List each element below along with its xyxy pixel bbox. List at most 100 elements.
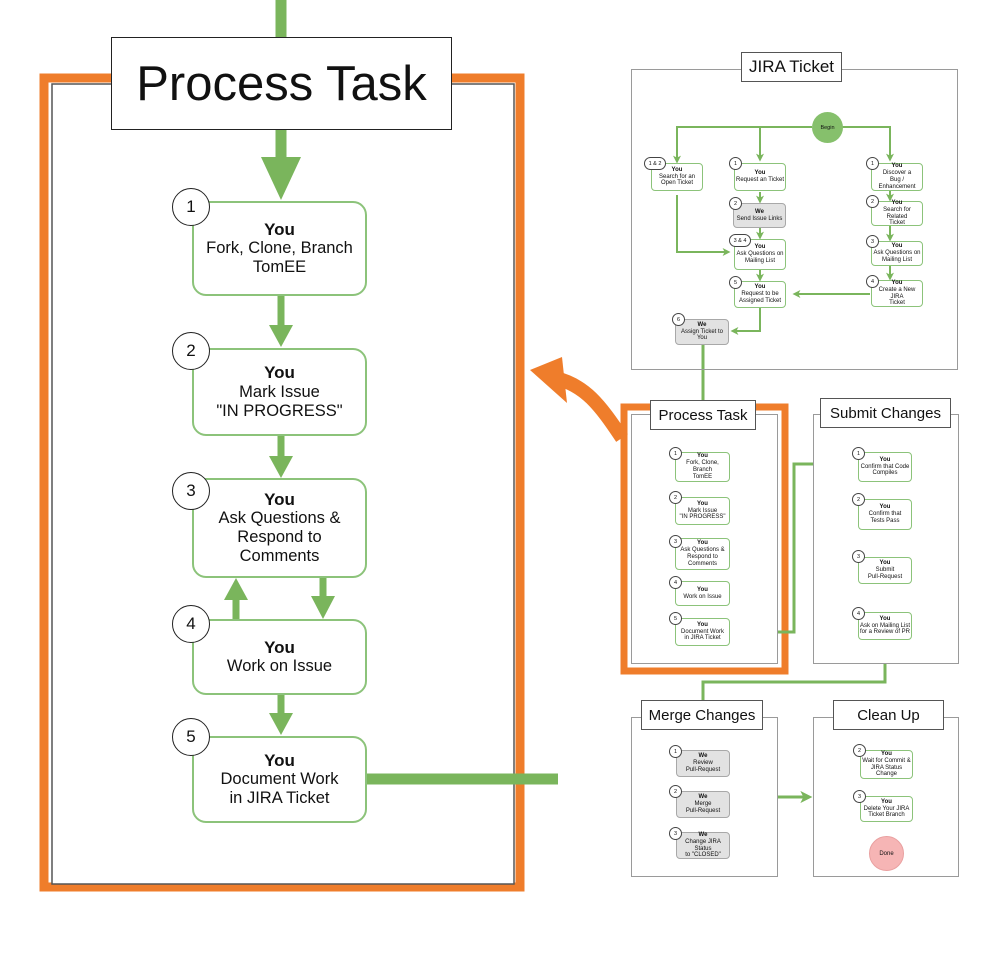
step-text: Request an Ticket bbox=[735, 177, 785, 183]
step-actor: You bbox=[879, 504, 891, 511]
merge-panel-title: Merge Changes bbox=[641, 700, 763, 730]
step-text: Confirm that bbox=[868, 511, 902, 518]
step-actor: You bbox=[754, 284, 766, 291]
step-text: Review bbox=[693, 760, 713, 767]
step-text: Respond to bbox=[687, 554, 718, 560]
step-text: Bug / Enhancement bbox=[878, 177, 916, 190]
step-actor: You bbox=[891, 243, 903, 250]
process-step-5[interactable]: You Document Work in JIRA Ticket bbox=[675, 618, 730, 646]
step-text: Fork, Clone, Branch bbox=[206, 239, 353, 258]
step-text: Ask Questions on bbox=[736, 251, 784, 258]
step-text: Send Issue Links bbox=[736, 215, 783, 222]
zoomed-step-5-number: 5 bbox=[172, 718, 210, 756]
zoomed-step-3[interactable]: You Ask Questions & Respond to Comments bbox=[192, 478, 367, 578]
submit-step-4[interactable]: You Ask on Mailing List for a Review of … bbox=[858, 612, 912, 640]
submit-step-3-number: 3 bbox=[852, 550, 865, 563]
jira-middle-step-4-number: 5 bbox=[729, 276, 742, 289]
jira-right-step-4-number: 4 bbox=[866, 275, 879, 288]
step-text: Assigned Ticket bbox=[738, 297, 782, 304]
done-node[interactable]: Done bbox=[869, 836, 904, 871]
step-text: "IN PROGRESS" bbox=[679, 514, 726, 521]
submit-step-3[interactable]: You Submit Pull-Request bbox=[858, 557, 912, 584]
process-step-2[interactable]: You Mark Issue "IN PROGRESS" bbox=[675, 497, 730, 525]
process-step-3[interactable]: You Ask Questions & Respond to Comments bbox=[675, 538, 730, 570]
jira-panel-title: JIRA Ticket bbox=[741, 52, 842, 82]
jira-middle-step-2-number: 2 bbox=[729, 197, 742, 210]
begin-node[interactable]: Begin bbox=[812, 112, 843, 143]
jira-right-step-2[interactable]: You Search for Related Ticket bbox=[871, 200, 923, 226]
merge-step-1[interactable]: We Review Pull-Request bbox=[676, 750, 730, 777]
step-text: Ask Questions on bbox=[873, 250, 921, 257]
zoom-callout-arrowhead bbox=[530, 357, 567, 403]
merge-step-3-number: 3 bbox=[669, 827, 682, 840]
cleanup-step-2[interactable]: You Wait for Commit & JIRA Status Change bbox=[860, 750, 913, 779]
step-text: "IN PROGRESS" bbox=[216, 401, 343, 420]
zoomed-step-1[interactable]: You Fork, Clone, Branch TomEE bbox=[192, 201, 367, 296]
step-text: Ticket bbox=[889, 300, 905, 307]
jira-middle-step-4[interactable]: You Request to be Assigned Ticket bbox=[734, 281, 786, 308]
step-text: Open Ticket bbox=[660, 180, 693, 187]
zoomed-step-2[interactable]: You Mark Issue "IN PROGRESS" bbox=[192, 348, 367, 436]
cleanup-step-3-number: 3 bbox=[853, 790, 866, 803]
zoom-arrowhead-2-to-3 bbox=[269, 456, 293, 478]
step-actor: You bbox=[891, 279, 903, 286]
submit-step-2-number: 2 bbox=[852, 493, 865, 506]
step-actor: We bbox=[755, 208, 764, 215]
step-text: Mailing List bbox=[881, 256, 912, 263]
step-text: Confirm that Code bbox=[860, 463, 910, 470]
jira-right-step-3[interactable]: You Ask Questions on Mailing List bbox=[871, 241, 923, 266]
step-actor: You bbox=[697, 540, 708, 547]
step-actor: You bbox=[754, 170, 766, 177]
step-text: Discover a bbox=[882, 170, 912, 177]
step-actor: You bbox=[697, 500, 708, 507]
merge-step-2[interactable]: We Merge Pull-Request bbox=[676, 791, 730, 818]
zoom-arrowhead-1-to-2 bbox=[269, 325, 293, 347]
submit-step-2[interactable]: You Confirm that Tests Pass bbox=[858, 499, 912, 530]
jira-middle-step-2[interactable]: We Send Issue Links bbox=[733, 203, 786, 228]
step-text: JIRA Status Change bbox=[870, 764, 903, 778]
process-step-4[interactable]: You Work on Issue bbox=[675, 581, 730, 606]
cleanup-step-3[interactable]: You Delete Your JIRA Ticket Branch bbox=[860, 796, 913, 822]
step-text: Request to be bbox=[741, 291, 779, 298]
zoomed-step-5[interactable]: You Document Work in JIRA Ticket bbox=[192, 736, 367, 823]
zoomed-step-4-number: 4 bbox=[172, 605, 210, 643]
zoomed-step-1-number: 1 bbox=[172, 188, 210, 226]
step-actor: You bbox=[754, 244, 766, 251]
jira-middle-step-1[interactable]: You Request an Ticket bbox=[734, 163, 786, 191]
step-actor: You bbox=[879, 456, 891, 463]
step-actor: You bbox=[264, 219, 295, 239]
step-text: to "CLOSED" bbox=[685, 852, 721, 859]
step-text: Pull-Request bbox=[685, 807, 721, 814]
submit-step-4-number: 4 bbox=[852, 607, 865, 620]
step-text: Ticket Branch bbox=[868, 812, 905, 819]
jira-right-step-2-number: 2 bbox=[866, 195, 879, 208]
step-text: Assign Ticket to bbox=[680, 328, 724, 335]
process-step-3-number: 3 bbox=[669, 535, 682, 548]
process-step-1[interactable]: You Fork, Clone, Branch TomEE bbox=[675, 452, 730, 482]
submit-step-1[interactable]: You Confirm that Code Compiles bbox=[858, 452, 912, 482]
step-text: Comments bbox=[687, 560, 717, 567]
step-actor: You bbox=[264, 637, 295, 657]
step-text: Mark Issue bbox=[239, 382, 320, 401]
step-text: Ask Questions & bbox=[680, 547, 725, 554]
process-step-1-number: 1 bbox=[669, 447, 682, 460]
zoom-arrowhead-4-to-3 bbox=[224, 578, 248, 600]
zoom-arrowhead-title-to-1 bbox=[261, 157, 301, 200]
jira-middle-step-3-number: 3 & 4 bbox=[729, 234, 751, 247]
zoom-arrowhead-3-to-4 bbox=[311, 596, 335, 619]
step-text: You bbox=[696, 335, 708, 342]
zoomed-step-4[interactable]: You Work on Issue bbox=[192, 619, 367, 695]
step-text: Merge bbox=[694, 801, 712, 808]
step-actor: You bbox=[671, 166, 683, 173]
cleanup-panel-title: Clean Up bbox=[833, 700, 944, 730]
jira-right-step-1[interactable]: You Discover a Bug / Enhancement bbox=[871, 163, 923, 191]
step-text: Search for Related bbox=[883, 206, 911, 220]
jira-right-step-4[interactable]: You Create a New JIRA Ticket bbox=[871, 280, 923, 307]
merge-step-3[interactable]: We Change JIRA Status to "CLOSED" bbox=[676, 832, 730, 859]
step-text: Comments bbox=[239, 547, 320, 566]
step-actor: You bbox=[697, 586, 708, 593]
process-panel-title: Process Task bbox=[650, 400, 756, 430]
step-text: Document Work bbox=[220, 770, 339, 789]
step-text: Mark Issue bbox=[687, 507, 718, 514]
jira-assign-step[interactable]: We Assign Ticket to You bbox=[675, 319, 729, 345]
